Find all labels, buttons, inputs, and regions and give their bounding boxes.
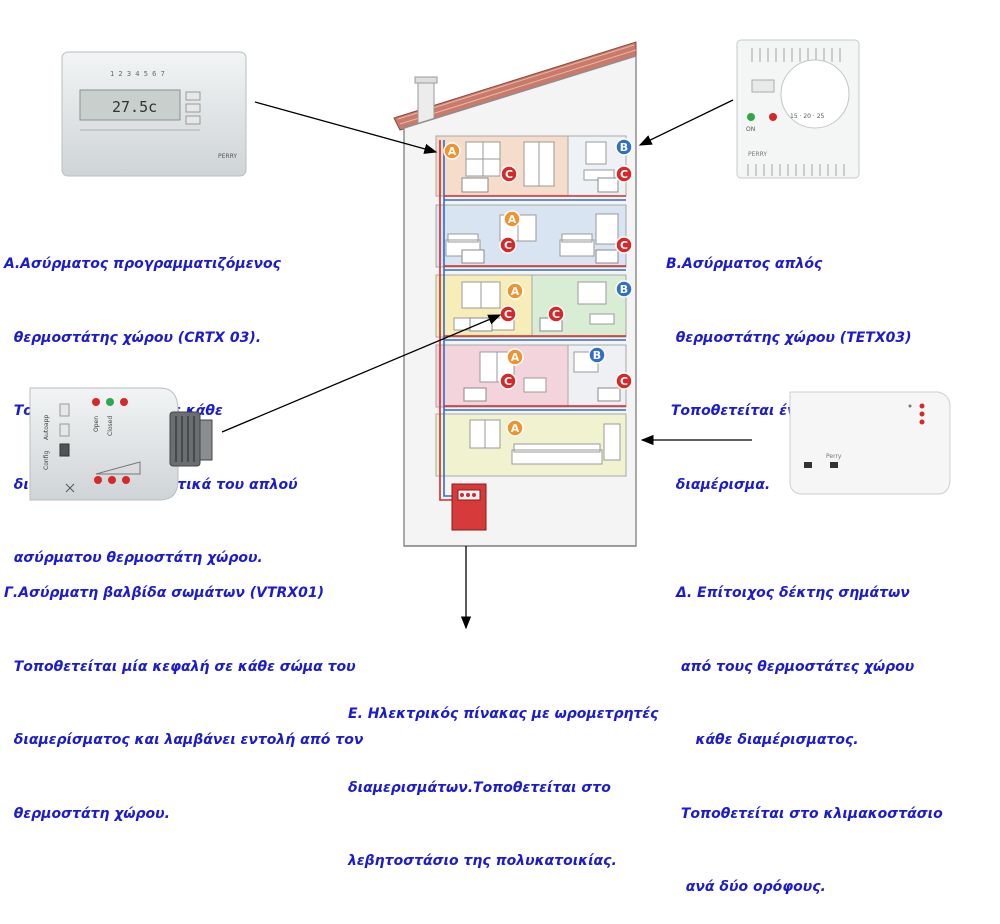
crtx-scale: 1 2 3 4 5 6 7 — [110, 70, 165, 78]
label-a-line: ασύρματου θερμοστάτη χώρου. — [4, 550, 263, 566]
tetx-dial-scale: 15 · 20 · 25 — [790, 113, 825, 120]
vtrx-closed: Closed — [107, 416, 114, 436]
marker-a: A — [506, 282, 524, 300]
marker-a-letter: A — [511, 422, 520, 435]
label-a-line: θερμοστάτης χώρου (CRTX 03). — [4, 329, 262, 346]
marker-b: B — [615, 138, 633, 156]
crtx-display-text: 27.5c — [112, 98, 157, 116]
marker-a-letter: A — [508, 213, 517, 226]
marker-c-letter: C — [504, 239, 512, 252]
marker-c: C — [547, 305, 565, 323]
crtx-button — [185, 91, 201, 101]
roof — [393, 41, 637, 131]
vtrx-autoapp: Autoapp — [43, 415, 50, 440]
arrow-g — [221, 314, 502, 433]
marker-a: A — [443, 142, 461, 160]
marker-c: C — [499, 236, 517, 254]
vtrx-open: Open — [93, 416, 100, 432]
label-g-line: Τοποθετείται μία κεφαλή σε κάθε σώμα του — [4, 658, 356, 675]
marker-c-letter: C — [620, 168, 628, 181]
marker-c: C — [615, 236, 633, 254]
marker-c-letter: C — [504, 375, 512, 388]
label-a-line: Α.Ασύρματος προγραμματιζόμενος — [4, 256, 281, 272]
label-e-line: Ε. Ηλεκτρικός πίνακας με ωρομετρητές — [348, 706, 659, 722]
marker-c: C — [499, 372, 517, 390]
marker-c: C — [615, 165, 633, 183]
marker-a: A — [506, 419, 524, 437]
label-d-line: κάθε διαμέρισματος. — [676, 732, 859, 748]
arrow-a — [254, 101, 438, 154]
marker-c: C — [499, 305, 517, 323]
marker-c-letter: C — [552, 308, 560, 321]
vtrx-config: Config — [43, 451, 50, 470]
tetx-led-heat — [769, 113, 777, 121]
marker-a-letter: A — [511, 351, 520, 364]
tetx-on-label: ON — [746, 126, 755, 133]
crtx-button — [185, 115, 201, 125]
crtx-button — [185, 103, 201, 113]
marker-c: C — [615, 372, 633, 390]
arrow-b — [638, 99, 734, 146]
electric-panel — [451, 483, 487, 531]
marker-c-letter: C — [504, 308, 512, 321]
label-e-line: λεβητοστάσιο της πολυκατοικίας. — [348, 853, 617, 869]
marker-b-letter: B — [620, 283, 628, 296]
marker-b: B — [615, 280, 633, 298]
marker-b-letter: B — [593, 349, 601, 362]
label-d-line: από τους θερμοστάτες χώρου — [676, 658, 915, 675]
marker-a: A — [506, 348, 524, 366]
tetx-switch — [751, 79, 775, 93]
label-g-line: θερμοστάτη χώρου. — [4, 805, 170, 822]
marker-a-letter: A — [448, 145, 457, 158]
pointer-arrows — [221, 99, 752, 630]
tetx-brand: PERRY — [748, 151, 767, 158]
marker-c: C — [500, 165, 518, 183]
receiver-brand: Perry — [826, 453, 842, 460]
label-d-line: Δ. Επίτοιχος δέκτης σημάτων — [676, 585, 910, 601]
label-d-line: ανά δύο ορόφους. — [676, 879, 826, 895]
label-g-line: Γ.Ασύρματη βαλβίδα σωμάτων (VTRX01) — [4, 585, 324, 601]
marker-b-letter: B — [620, 141, 628, 154]
label-e-line: διαμερισμάτων.Τοποθετείται στο — [348, 779, 611, 796]
label-b-line: Β.Ασύρματος απλός — [666, 256, 823, 272]
marker-b: B — [588, 346, 606, 364]
marker-a: A — [503, 210, 521, 228]
crtx-thermostat: 1 2 3 4 5 6 7 27.5c PERRY — [61, 51, 247, 177]
vtrx-valve: Autoapp Config Open Closed — [29, 387, 213, 501]
wall-receiver: Perry — [789, 391, 951, 495]
tetx-thermostat: 15 · 20 · 25 ON PERRY — [736, 39, 860, 179]
crtx-display — [79, 89, 181, 121]
crtx-brand: PERRY — [218, 153, 237, 160]
label-b-line: διαμέρισμα. — [666, 476, 771, 493]
tetx-led-on — [747, 113, 755, 121]
label-b-line: θερμοστάτης χώρου (ΤΕΤΧ03) — [666, 329, 912, 346]
marker-a-letter: A — [511, 285, 520, 298]
label-d-line: Τοποθετείται στο κλιμακοστάσιο — [676, 805, 943, 822]
tetx-dial — [780, 59, 850, 129]
marker-c-letter: C — [620, 375, 628, 388]
marker-c-letter: C — [505, 168, 513, 181]
marker-c-letter: C — [620, 239, 628, 252]
label-g-line: διαμερίσματος και λαμβάνει εντολή από το… — [4, 732, 364, 748]
